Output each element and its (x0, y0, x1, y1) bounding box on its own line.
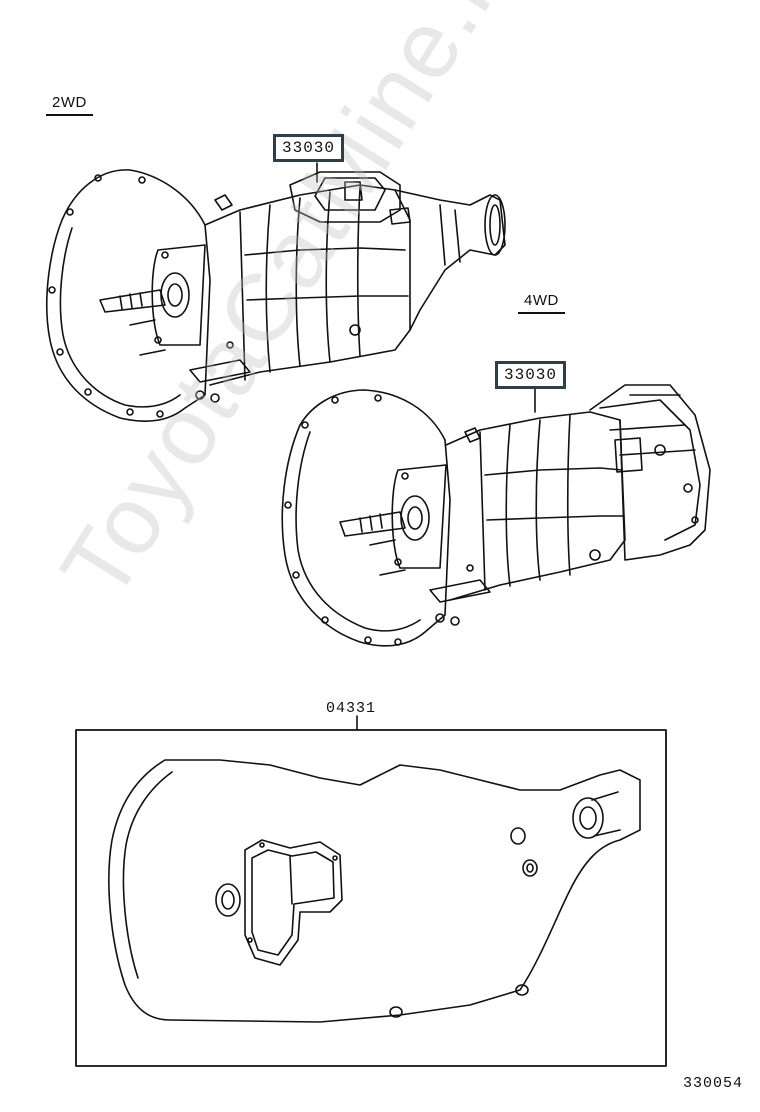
label-4wd: 4WD (518, 292, 565, 314)
gasket-kit-frame (75, 729, 667, 1067)
part-number-2wd-transmission[interactable]: 33030 (273, 134, 345, 162)
figure-id: 330054 (683, 1075, 744, 1092)
transmission-4wd-illustration (281, 384, 711, 647)
part-number-4wd-transmission[interactable]: 33030 (495, 361, 567, 389)
label-2wd: 2WD (46, 94, 93, 116)
gasket-illustration (108, 759, 641, 1023)
transmission-2wd-illustration (46, 169, 506, 422)
part-number-gasket-kit[interactable]: 04331 (326, 700, 377, 717)
